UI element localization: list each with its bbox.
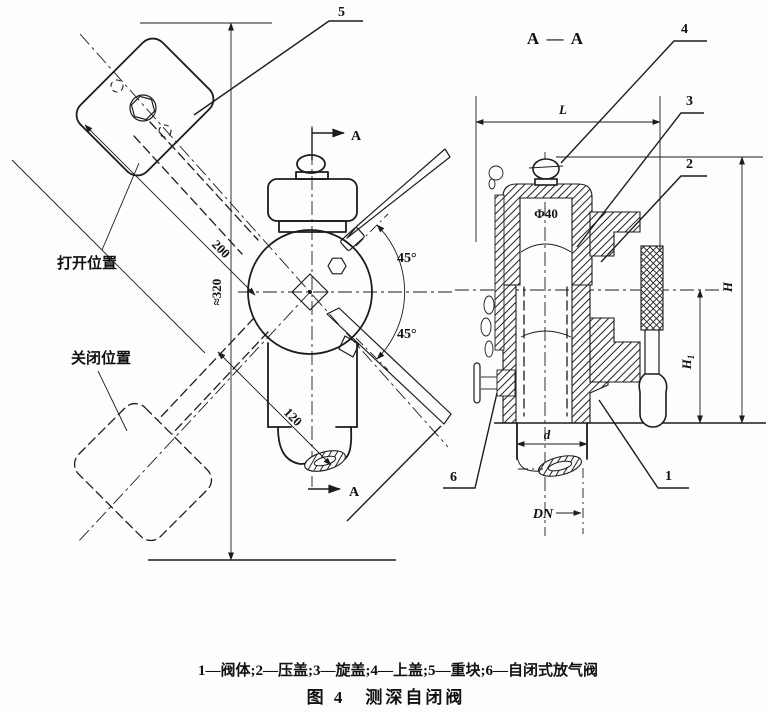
swing-arc: 45° 45°	[355, 213, 417, 371]
chain-and-air-valve	[473, 165, 516, 404]
gland-and-handle	[589, 211, 668, 428]
caption-parts-list: 1—阀体;2—压盖;3—旋盖;4—上盖;5—重块;6—自闭式放气阀	[198, 661, 598, 679]
caption-figure-title: 图 4 测深自闭阀	[307, 687, 466, 707]
section-a-bottom: A	[349, 485, 360, 500]
open-position-label: 打开位置	[57, 254, 117, 272]
dim-H-label: H	[720, 281, 735, 293]
section-dimensions: L H H1 d DN	[475, 96, 763, 534]
part-6-label: 6	[450, 470, 457, 485]
dim-L-label: L	[558, 102, 567, 117]
section-title: A — A	[527, 29, 585, 48]
dim-H1-label: H1	[679, 355, 696, 371]
front-view: 45° 45° A A ≈320 200 120 打开位置	[11, 5, 452, 561]
part-3-label: 3	[686, 94, 693, 109]
angle-lower-label: 45°	[397, 327, 417, 342]
dim-d-label: d	[544, 427, 551, 442]
part-2-label: 2	[686, 157, 693, 172]
angle-upper-label: 45°	[397, 251, 417, 266]
closed-position-label: 关闭位置	[71, 349, 131, 367]
dim-DN-label: DN	[532, 507, 554, 522]
part-5-label: 5	[338, 5, 345, 20]
bore-label: Φ40	[534, 206, 558, 221]
front-centerlines	[77, 33, 452, 543]
section-marks: A A	[308, 128, 442, 522]
outlet-pipe-section	[516, 422, 588, 477]
part-1-label: 1	[665, 469, 672, 484]
section-a-top: A	[351, 129, 362, 144]
section-leaders: 4 3 2 1 6	[443, 22, 707, 489]
valve-body-front	[247, 148, 452, 472]
dim-320-label: ≈320	[209, 279, 224, 306]
position-labels: 打开位置 关闭位置	[57, 162, 140, 432]
part-4-label: 4	[681, 22, 688, 37]
weight-block-open	[75, 37, 259, 255]
caption: 1—阀体;2—压盖;3—旋盖;4—上盖;5—重块;6—自闭式放气阀 图 4 测深…	[198, 661, 598, 707]
swivel-cap: Φ40	[502, 158, 593, 286]
front-dimensions: ≈320 200 120	[11, 22, 396, 561]
section-view: A — A Φ40	[443, 22, 766, 536]
leader-5: 5	[193, 5, 363, 116]
dim-120-label: 120	[281, 405, 305, 429]
